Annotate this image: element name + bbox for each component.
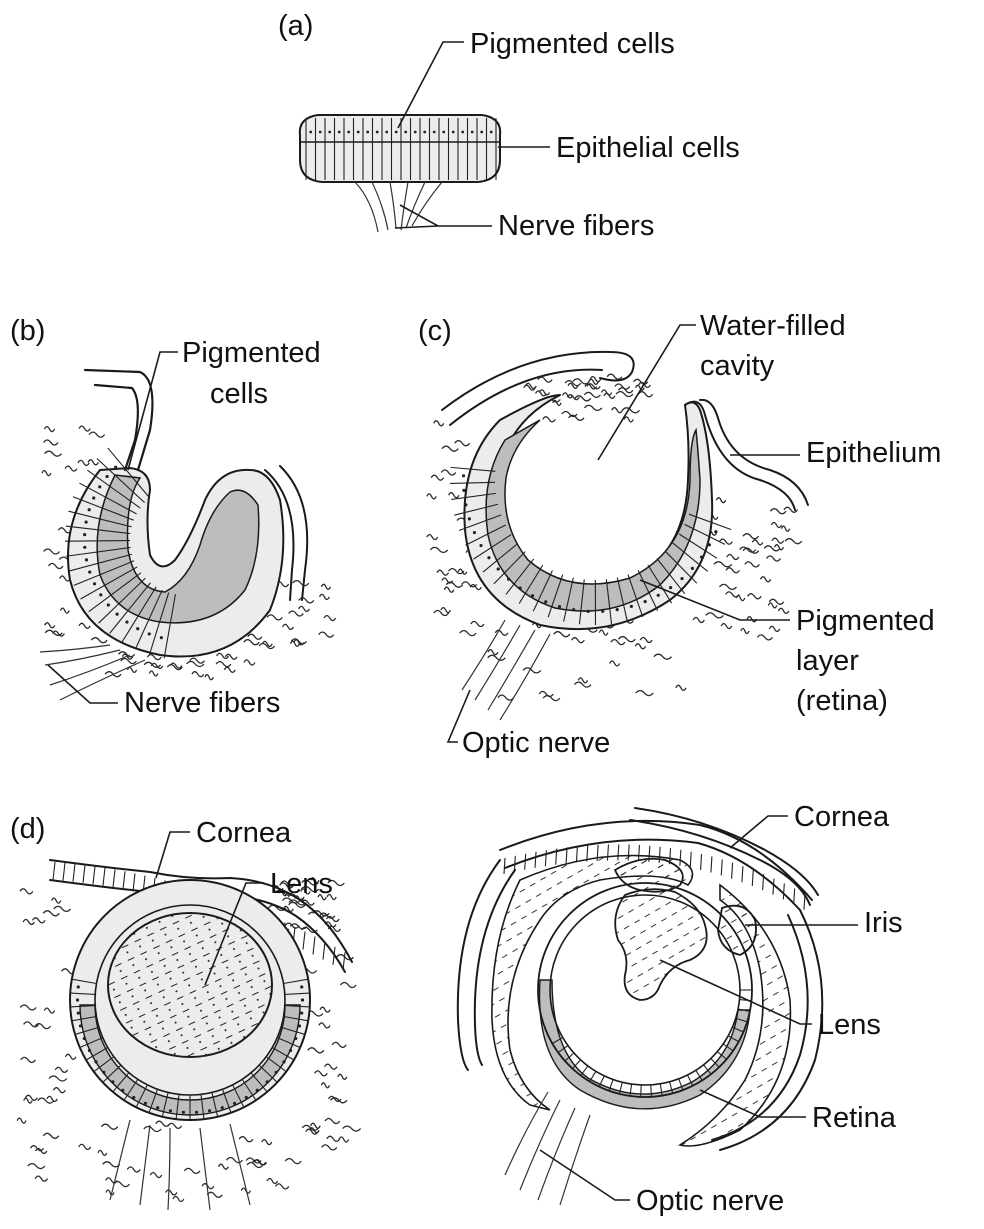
- leader-c-cavity: [598, 325, 696, 460]
- lens-e: [615, 889, 706, 1000]
- label-c-pigmented-line1: Pigmented: [796, 605, 935, 637]
- panel-c-tag: (c): [418, 315, 452, 347]
- label-a-epithelial-cells: Epithelial cells: [556, 132, 740, 164]
- label-b-pigmented: Pigmented: [182, 337, 321, 369]
- nerve-fibers-a: [355, 182, 442, 232]
- optic-nerve-d: [110, 1120, 250, 1210]
- leader-e-cornea: [730, 816, 788, 848]
- leader-b-nerve: [48, 665, 118, 703]
- panel-c: (c) Water-filled cavity Epithelium Pigme…: [418, 310, 941, 759]
- panel-b-tag: (b): [10, 315, 45, 347]
- pigmented-cells-a: [306, 118, 496, 180]
- label-e-optic-nerve: Optic nerve: [636, 1185, 784, 1217]
- label-b-nerve-fibers: Nerve fibers: [124, 687, 280, 719]
- label-c-optic-nerve: Optic nerve: [462, 727, 610, 759]
- label-a-nerve-fibers: Nerve fibers: [498, 210, 654, 242]
- panel-a: (a) Pigmented cells Epithelial cells Ner…: [278, 10, 740, 242]
- label-e-iris: Iris: [864, 907, 903, 939]
- cup-c: [442, 352, 808, 629]
- panel-b: (b) Pigmented cells Nerve fibers: [10, 315, 336, 719]
- label-a-pigmented-cells: Pigmented cells: [470, 28, 675, 60]
- leader-d-cornea: [156, 832, 190, 878]
- label-c-epithelium: Epithelium: [806, 437, 941, 469]
- label-b-cells: cells: [210, 378, 268, 410]
- label-d-lens: Lens: [270, 868, 333, 900]
- label-c-cavity-line1: Water-filled: [700, 310, 846, 342]
- label-e-cornea: Cornea: [794, 801, 890, 833]
- panel-a-tag: (a): [278, 10, 313, 42]
- label-c-pigmented-line2: layer: [796, 645, 859, 677]
- label-c-cavity-line2: cavity: [700, 350, 775, 382]
- label-e-lens: Lens: [818, 1009, 881, 1041]
- panel-e: Cornea Iris Lens Retina Optic nerve: [458, 801, 903, 1217]
- panel-d-tag: (d): [10, 813, 45, 845]
- label-e-retina: Retina: [812, 1102, 897, 1134]
- panel-d: (d) Cornea Lens: [10, 813, 361, 1210]
- label-d-cornea: Cornea: [196, 817, 292, 849]
- label-c-pigmented-line3: (retina): [796, 685, 888, 717]
- lens-d: [108, 913, 272, 1057]
